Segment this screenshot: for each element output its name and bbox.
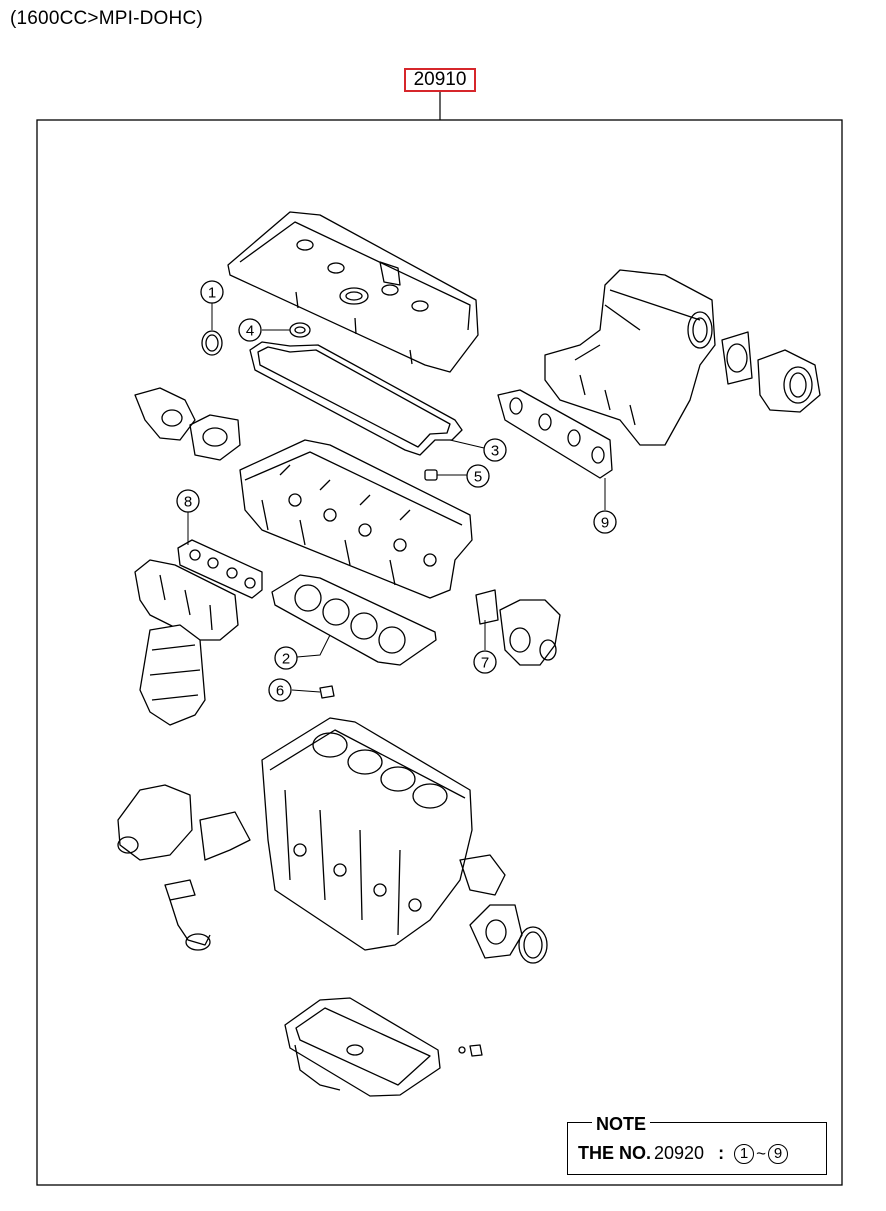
- head-cover-gasket-drawing: [249, 341, 463, 456]
- callout-5-label: 5: [474, 469, 482, 486]
- note-range-start: 1: [734, 1143, 755, 1164]
- intake-manifold-gasket-drawing: [497, 389, 613, 479]
- callout-4-circle: [238, 318, 262, 342]
- tube-seal-drawing: [289, 322, 311, 338]
- note-range-end: 9: [768, 1143, 789, 1164]
- callout-1-label: 1: [208, 285, 216, 302]
- callout-3[interactable]: 3: [483, 438, 507, 462]
- callout-2-label: 2: [282, 651, 290, 668]
- callout-8[interactable]: 8: [176, 489, 200, 513]
- callout-2[interactable]: 2: [274, 646, 298, 670]
- callout-7-circle: [473, 650, 497, 674]
- oil-pump-drawing: [117, 784, 251, 861]
- callout-7[interactable]: 7: [473, 650, 497, 674]
- rear-seal-drawing: [459, 854, 548, 964]
- callout-2-circle: [274, 646, 298, 670]
- head-cover-drawing: [227, 211, 479, 373]
- water-pump-drawing: [134, 387, 241, 461]
- callout-5-circle: [466, 464, 490, 488]
- callout-2-leader: [296, 634, 331, 658]
- callout-5[interactable]: 5: [466, 464, 490, 488]
- note-prefix: THE NO.: [578, 1143, 652, 1163]
- note-body: THE NO. 20920 : 1 ~ 9: [578, 1143, 789, 1164]
- note-box: NOTE THE NO. 20920 : 1 ~ 9: [567, 1115, 827, 1175]
- diagram-frame: [36, 119, 843, 1186]
- callout-7-label: 7: [481, 655, 489, 672]
- callout-6[interactable]: 6: [268, 678, 292, 702]
- callout-8-circle: [176, 489, 200, 513]
- throttle-body-drawing: [721, 331, 821, 413]
- callout-6-circle: [268, 678, 292, 702]
- callout-3-leader: [449, 439, 485, 449]
- note-title: NOTE: [592, 1115, 651, 1133]
- engine-label: (1600CC>MPI-DOHC): [10, 8, 203, 29]
- callout-4[interactable]: 4: [238, 318, 262, 342]
- callout-4-label: 4: [246, 323, 254, 340]
- drain-plug-drawing: [458, 1044, 483, 1057]
- oil-pan-drawing: [284, 997, 441, 1097]
- intake-manifold-drawing: [544, 269, 716, 446]
- callout-8-label: 8: [184, 494, 192, 511]
- note-part-number[interactable]: 20920: [654, 1143, 705, 1163]
- callout-6-leader: [291, 689, 321, 693]
- head-gasket-drawing: [271, 574, 437, 666]
- callout-9-circle: [593, 510, 617, 534]
- thermostat-housing-drawing: [475, 589, 561, 666]
- assembly-part-number[interactable]: 20910: [404, 68, 476, 92]
- callout-9-label: 9: [601, 515, 609, 532]
- callout-3-label: 3: [491, 443, 499, 460]
- note-range-tilde: ~: [756, 1143, 767, 1163]
- plug-small-drawing: [319, 685, 335, 699]
- callout-9[interactable]: 9: [593, 510, 617, 534]
- cylinder-block-drawing: [261, 717, 473, 951]
- oil-seal-ring-drawing: [201, 330, 223, 356]
- callout-1[interactable]: 1: [200, 280, 224, 304]
- note-separator: :: [718, 1143, 725, 1163]
- exhaust-manifold-gasket-drawing: [177, 539, 263, 599]
- plug-drawing: [424, 469, 438, 481]
- callout-6-label: 6: [276, 683, 284, 700]
- callout-1-circle: [200, 280, 224, 304]
- exhaust-manifold-drawing: [134, 559, 239, 726]
- oil-strainer-drawing: [164, 879, 211, 951]
- cylinder-head-drawing: [239, 439, 473, 599]
- callout-3-circle: [483, 438, 507, 462]
